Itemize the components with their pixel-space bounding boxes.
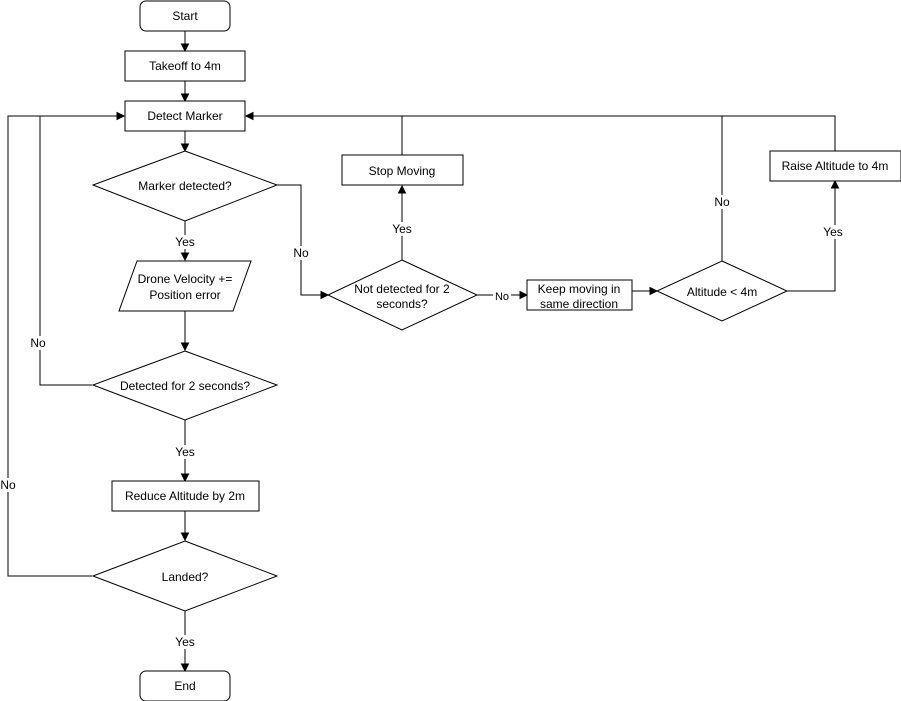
edge-raise-detect — [722, 115, 836, 151]
raise-altitude-node: Raise Altitude to 4m — [769, 150, 901, 182]
end-node: End — [139, 670, 231, 701]
keep-moving-node: Keep moving in same direction — [526, 279, 633, 311]
landed-decision: Landed? — [91, 540, 279, 612]
not-detected-label-line2: seconds? — [376, 297, 428, 311]
detected-2s-label: Detected for 2 seconds? — [120, 379, 250, 393]
edge-detected2s-no — [39, 115, 119, 386]
label-detected-2s-yes: Yes — [175, 445, 195, 459]
velocity-node: Drone Velocity += Position error — [118, 260, 252, 312]
keep-moving-label-line2: same direction — [540, 297, 618, 311]
reduce-altitude-node: Reduce Altitude by 2m — [111, 480, 260, 512]
label-not-detected-no: No — [495, 291, 509, 303]
edge-altitude-yes — [787, 186, 836, 292]
label-altitude-yes: Yes — [823, 225, 843, 239]
label-landed-yes: Yes — [175, 635, 195, 649]
edge-altitude-no — [402, 115, 723, 261]
edge-landed-no — [7, 115, 119, 577]
end-label: End — [174, 679, 195, 693]
not-detected-2s-decision: Not detected for 2 seconds? — [326, 259, 479, 331]
edge-stopmoving-detect — [251, 115, 403, 155]
label-detected-2s-no: No — [30, 336, 46, 350]
label-marker-detected-no: No — [293, 246, 309, 260]
keep-moving-label-line1: Keep moving in — [538, 282, 621, 296]
marker-detected-decision: Marker detected? — [91, 150, 279, 222]
start-node: Start — [139, 0, 231, 32]
altitude-label: Altitude < 4m — [687, 285, 757, 299]
edge-labels: Yes No Yes No Yes No Yes No No Yes — [0, 195, 848, 649]
marker-detected-label: Marker detected? — [138, 179, 232, 193]
edge-markerdetected-no — [277, 184, 323, 296]
raise-altitude-label: Raise Altitude to 4m — [782, 159, 889, 173]
start-label: Start — [172, 9, 198, 23]
velocity-label-line2: Position error — [149, 288, 220, 302]
reduce-altitude-label: Reduce Altitude by 2m — [125, 489, 245, 503]
label-altitude-no: No — [714, 195, 730, 209]
takeoff-node: Takeoff to 4m — [124, 50, 246, 82]
detect-marker-label: Detect Marker — [147, 109, 222, 123]
landed-label: Landed? — [162, 570, 209, 584]
detected-2s-decision: Detected for 2 seconds? — [91, 350, 279, 421]
stop-moving-label: Stop Moving — [369, 164, 436, 178]
not-detected-label-line1: Not detected for 2 — [354, 282, 450, 296]
velocity-label-line1: Drone Velocity += — [138, 272, 233, 286]
label-not-detected-yes: Yes — [392, 222, 412, 236]
edges — [7, 31, 840, 673]
label-landed-no: No — [0, 478, 16, 492]
label-marker-detected-yes: Yes — [175, 235, 195, 249]
detect-marker-node: Detect Marker — [124, 100, 246, 132]
takeoff-label: Takeoff to 4m — [149, 59, 221, 73]
stop-moving-node: Stop Moving — [341, 154, 464, 186]
altitude-decision: Altitude < 4m — [655, 260, 789, 322]
nodes: Start Takeoff to 4m Detect Marker Marker… — [91, 0, 901, 701]
